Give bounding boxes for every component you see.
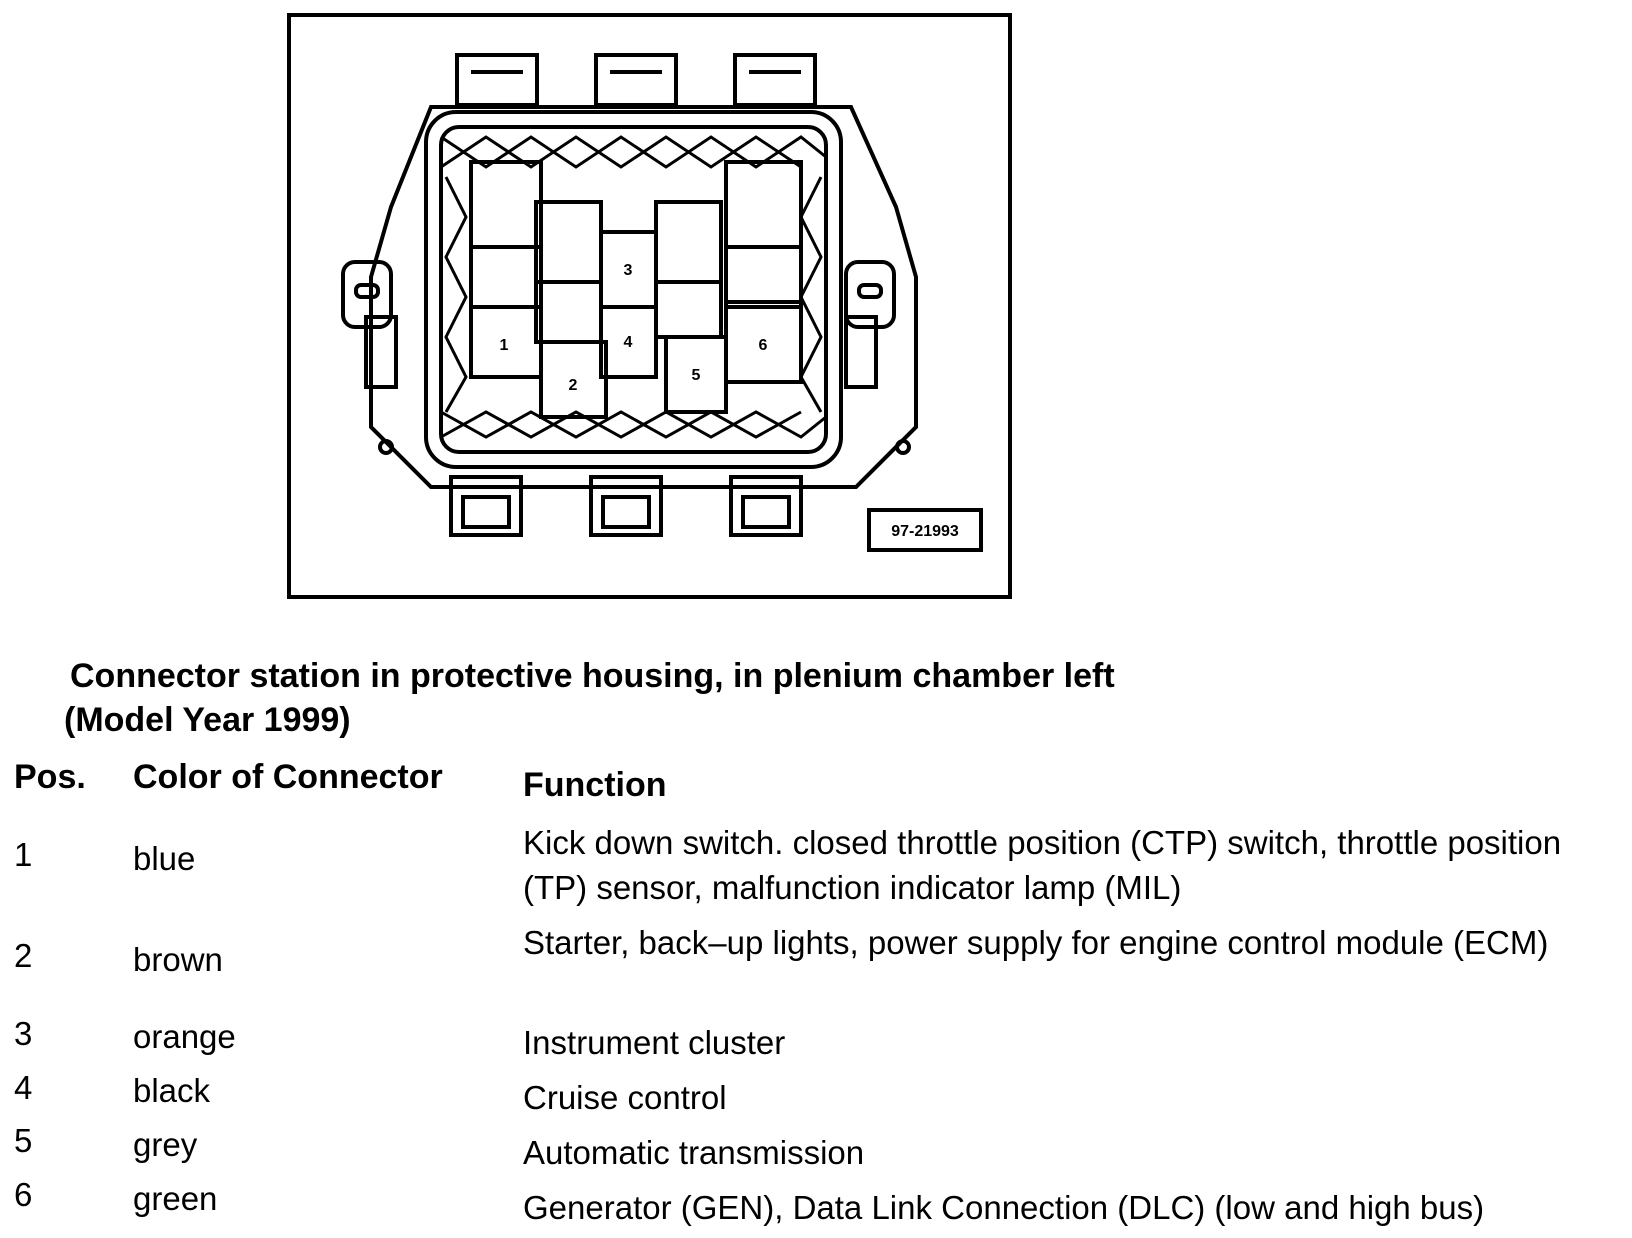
row-color: brown [133, 941, 223, 978]
row-pos: 1 [14, 836, 33, 873]
row-pos: 5 [14, 1122, 33, 1159]
row-color: green [133, 1180, 218, 1217]
right-mounting-lug [844, 260, 896, 329]
figure-code: 97-21993 [891, 523, 959, 540]
header-pos: Pos. [14, 758, 86, 796]
top-connector-tab-right [733, 53, 817, 107]
position-number-6: 6 [759, 337, 768, 354]
row-pos: 6 [14, 1176, 33, 1213]
connector-housing-drawing: 1 2 3 4 5 6 97-21993 [341, 53, 983, 552]
row-color: orange [133, 1018, 236, 1055]
row-pos: 4 [14, 1069, 33, 1106]
inner-frame [424, 110, 843, 469]
header-color: Color of Connector [133, 758, 443, 796]
outer-housing [369, 105, 918, 489]
position-number-2: 2 [569, 377, 578, 394]
position-number-4: 4 [624, 334, 633, 351]
row-function: Instrument cluster [523, 1024, 786, 1061]
figure-caption-title: Connector station in protective housing,… [70, 657, 1115, 695]
left-screw-hole [378, 439, 394, 455]
position-number-3: 3 [624, 262, 633, 279]
position-number-1: 1 [500, 337, 509, 354]
row-function: Starter, back–up lights, power supply fo… [523, 924, 1549, 961]
row-color: grey [133, 1126, 198, 1163]
row-function: Generator (GEN), Data Link Connection (D… [523, 1189, 1485, 1226]
top-connector-tab-middle [594, 53, 678, 107]
header-function: Function [523, 766, 667, 804]
row-pos: 2 [14, 937, 33, 974]
connector-station-figure: 1 2 3 4 5 6 97-21993 [287, 13, 1012, 599]
row-function: Cruise control [523, 1079, 727, 1116]
bottom-connector-tab-left [449, 475, 523, 537]
row-pos: 3 [14, 1015, 33, 1052]
row-function: Kick down switch. closed throttle positi… [523, 824, 1562, 906]
figure-code-box [867, 508, 983, 552]
row-function: Automatic transmission [523, 1134, 865, 1171]
right-screw-hole [895, 439, 911, 455]
bottom-connector-tab-middle [589, 475, 663, 537]
top-connector-tab-left [455, 53, 539, 107]
position-number-5: 5 [692, 367, 701, 384]
figure-caption-subtitle: (Model Year 1999) [64, 701, 351, 739]
bottom-connector-tab-right [729, 475, 803, 537]
row-color: black [133, 1072, 211, 1109]
row-color: blue [133, 840, 196, 877]
